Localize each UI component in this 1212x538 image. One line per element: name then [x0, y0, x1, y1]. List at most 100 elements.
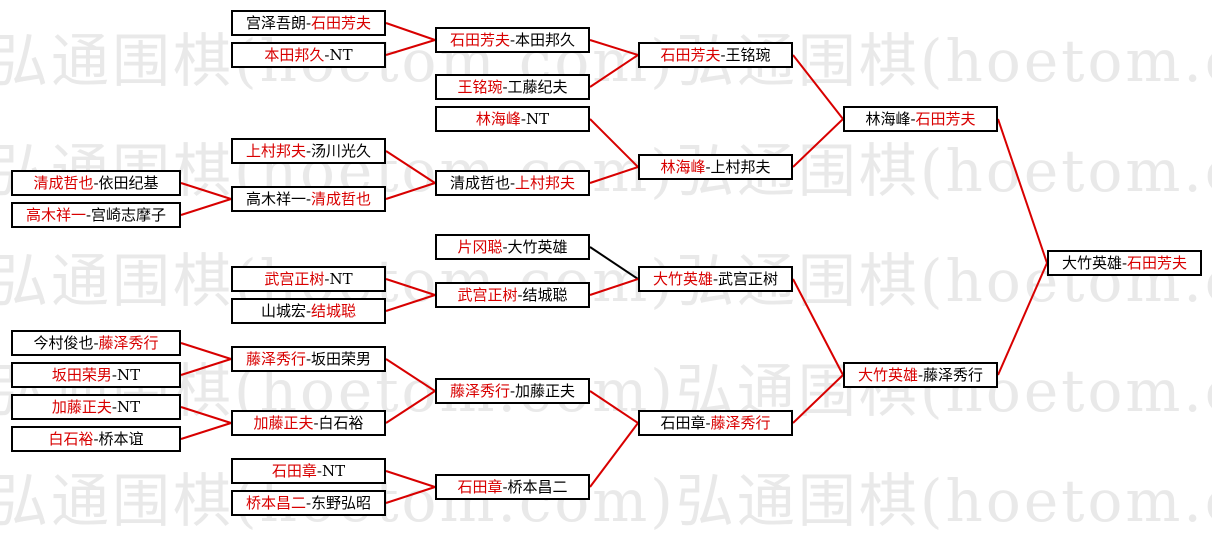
vs-separator: -: [111, 366, 117, 384]
connector-r4a-final: [997, 118, 1048, 264]
player-name: 石田芳夫: [915, 110, 976, 128]
player-name: 石田章: [457, 478, 503, 496]
match-box-r0h: 片冈聪-大竹英雄: [435, 234, 590, 260]
player-name: 林海峰: [660, 158, 706, 176]
player-name: 加藤正夫: [515, 382, 576, 400]
player-name: 结城聪: [522, 286, 568, 304]
player-name: 大竹英雄: [1061, 254, 1122, 272]
match-box-r3a: 石田芳夫-王铭琬: [638, 42, 793, 68]
vs-separator: -: [305, 350, 312, 368]
vs-separator: -: [502, 238, 508, 256]
player-name: 石田芳夫: [1127, 254, 1188, 272]
vs-separator: -: [316, 462, 322, 480]
tournament-bracket: 弘通围棋(hoetom.com)弘通围棋(hoetom.com)弘通围棋(hoe…: [0, 10, 1212, 535]
match-box-r1a: 石田芳夫-本田邦久: [435, 27, 590, 53]
player-name: 石田芳夫: [660, 46, 721, 64]
connector-r3d-r4b: [792, 374, 844, 424]
vs-separator: -: [705, 158, 711, 176]
player-name: 结城聪: [311, 302, 357, 320]
player-name: NT: [116, 398, 141, 416]
player-name: 东野弘昭: [311, 494, 372, 512]
player-name: 上村邦夫: [710, 158, 771, 176]
bracket-lines: [180, 22, 1048, 504]
player-name: 白石裕: [48, 430, 94, 448]
player-name: 白石裕: [318, 414, 364, 432]
match-box-r4a: 林海峰-石田芳夫: [843, 106, 998, 132]
player-name: 石田章: [271, 462, 317, 480]
connector-r0g-r1b: [180, 198, 232, 216]
connector-r1a-r3a: [589, 39, 639, 56]
player-name: 武宫正树: [264, 270, 325, 288]
player-name: 坂田荣男: [51, 366, 112, 384]
vs-separator: -: [93, 334, 99, 352]
player-name: 石田芳夫: [449, 31, 510, 49]
vs-separator: -: [305, 14, 312, 32]
player-name: 武宫正树: [718, 270, 779, 288]
player-name: 石田芳夫: [311, 14, 372, 32]
player-name: 林海峰: [865, 110, 911, 128]
player-name: 桥本昌二: [507, 478, 568, 496]
match-box-r0j: 山城宏-结城聪: [231, 298, 386, 324]
connector-r3c-r4b: [792, 278, 844, 376]
connector-r0a-r1a: [385, 22, 436, 41]
match-box-r0a: 宫泽吾朗-石田芳夫: [231, 10, 386, 36]
connector-r0h-r3c: [589, 246, 639, 280]
match-box-r2d: 石田章-桥本昌二: [435, 474, 590, 500]
connector-r3a-r4a: [792, 54, 844, 120]
player-name: 片冈聪: [457, 238, 503, 256]
match-box-r0n: 白石裕-桥本谊: [11, 426, 181, 452]
match-box-r0e: 上村邦夫-汤川光久: [231, 138, 386, 164]
player-name: 藤泽秀行: [98, 334, 159, 352]
vs-separator: -: [93, 430, 99, 448]
match-box-r3b: 林海峰-上村邦夫: [638, 154, 793, 180]
vs-separator: -: [305, 494, 312, 512]
vs-separator: -: [305, 142, 312, 160]
match-box-r3c: 大竹英雄-武宫正树: [638, 266, 793, 292]
player-name: 大竹英雄: [652, 270, 713, 288]
player-name: 大竹英雄: [507, 238, 568, 256]
match-box-r0g: 高木祥一-宫崎志摩子: [11, 202, 181, 228]
vs-separator: -: [720, 46, 726, 64]
player-name: 林海峰: [475, 110, 521, 128]
player-name: 本田邦久: [264, 46, 325, 64]
connector-r2c-r3d: [589, 390, 639, 424]
vs-separator: -: [111, 398, 117, 416]
player-name: 藤泽秀行: [923, 366, 984, 384]
match-box-r0p: 桥本昌二-东野弘昭: [231, 490, 386, 516]
vs-separator: -: [305, 190, 312, 208]
match-box-final: 大竹英雄-石田芳夫: [1047, 250, 1202, 276]
player-name: 清成哲也: [33, 174, 94, 192]
connector-r2b-r3c: [589, 278, 639, 296]
vs-separator: -: [1121, 254, 1128, 272]
match-box-r1c: 藤泽秀行-坂田荣男: [231, 346, 386, 372]
connector-r0c-r3a: [589, 54, 639, 88]
match-box-r2b: 武宫正树-结城聪: [435, 282, 590, 308]
vs-separator: -: [313, 414, 319, 432]
match-box-r0d: 林海峰-NT: [435, 106, 590, 132]
vs-separator: -: [517, 286, 523, 304]
connector-r0e-r2a: [385, 150, 436, 184]
vs-separator: -: [509, 31, 516, 49]
match-box-r3d: 石田章-藤泽秀行: [638, 410, 793, 436]
connector-r0f-r1b: [180, 182, 232, 200]
player-name: 本田邦久: [515, 31, 576, 49]
player-name: 汤川光久: [311, 142, 372, 160]
player-name: NT: [525, 110, 550, 128]
player-name: 宫崎志摩子: [91, 206, 167, 224]
vs-separator: -: [509, 174, 516, 192]
match-box-r2a: 清成哲也-上村邦夫: [435, 170, 590, 196]
connector-r0m-r1d: [180, 406, 232, 424]
connector-r0k-r1c: [180, 342, 232, 360]
vs-separator: -: [705, 414, 711, 432]
player-name: 清成哲也: [449, 174, 510, 192]
match-box-r0l: 坂田荣男-NT: [11, 362, 181, 388]
connector-r1c-r2c: [385, 358, 436, 392]
match-box-r4b: 大竹英雄-藤泽秀行: [843, 362, 998, 388]
connector-r1b-r2a: [385, 182, 436, 200]
player-name: 加藤正夫: [51, 398, 112, 416]
connector-r0o-r2d: [385, 470, 436, 488]
player-name: 大竹英雄: [857, 366, 918, 384]
player-name: 山城宏: [260, 302, 306, 320]
connector-r3b-r4a: [792, 118, 844, 168]
player-name: 王铭琬: [725, 46, 771, 64]
